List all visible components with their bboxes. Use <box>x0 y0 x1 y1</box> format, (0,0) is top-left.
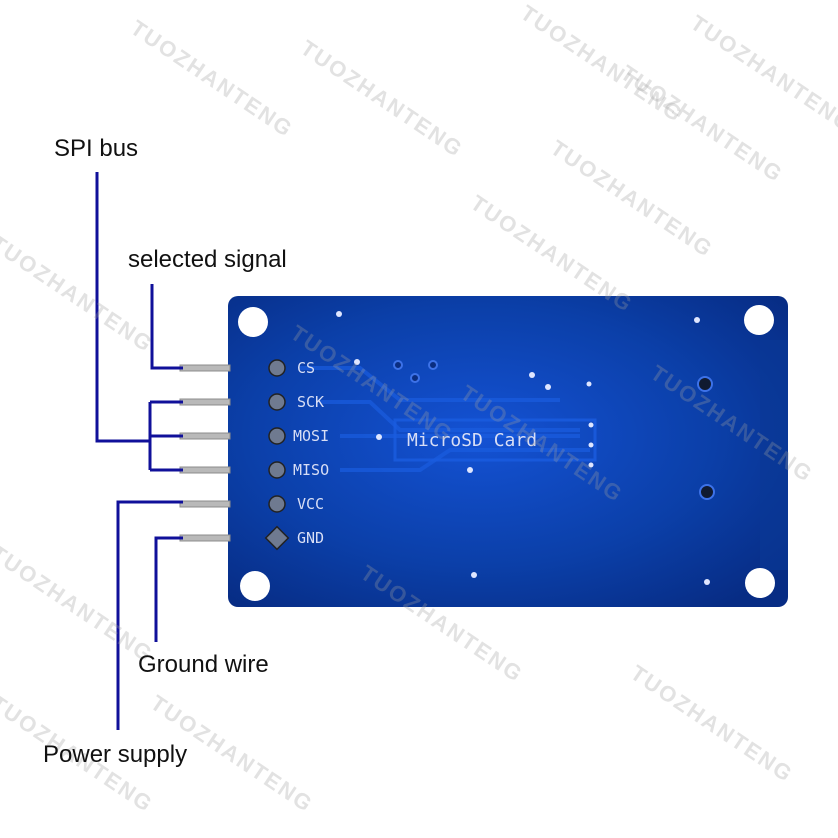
callout-selected-signal: selected signal <box>128 246 287 273</box>
header-pins <box>179 364 231 542</box>
pin-pads <box>264 359 290 551</box>
silkscreen-outline <box>393 418 597 462</box>
pin-label-cs: CS <box>297 359 315 377</box>
mounting-hole <box>240 571 270 601</box>
leader-power-supply <box>116 500 183 730</box>
pin-label-sck: SCK <box>297 393 324 411</box>
mounting-hole <box>744 305 774 335</box>
pin-label-mosi: MOSI <box>293 427 329 445</box>
board-title: MicroSD Card <box>407 430 537 451</box>
leader-lines <box>95 172 183 730</box>
leader-ground-wire <box>154 536 183 642</box>
callout-ground-wire: Ground wire <box>138 651 269 678</box>
mounting-hole <box>238 307 268 337</box>
vias <box>336 311 710 585</box>
pin-label-miso: MISO <box>293 461 329 479</box>
pin-label-gnd: GND <box>297 529 324 547</box>
pin-label-vcc: VCC <box>297 495 324 513</box>
leader-selected-signal <box>150 284 183 370</box>
mounting-hole <box>745 568 775 598</box>
callout-spi-bus: SPI bus <box>54 135 139 162</box>
pads <box>393 360 715 500</box>
card-slot-edge <box>760 340 788 570</box>
callout-power-supply: Power supply <box>43 741 188 768</box>
leader-spi-bus <box>95 172 150 443</box>
